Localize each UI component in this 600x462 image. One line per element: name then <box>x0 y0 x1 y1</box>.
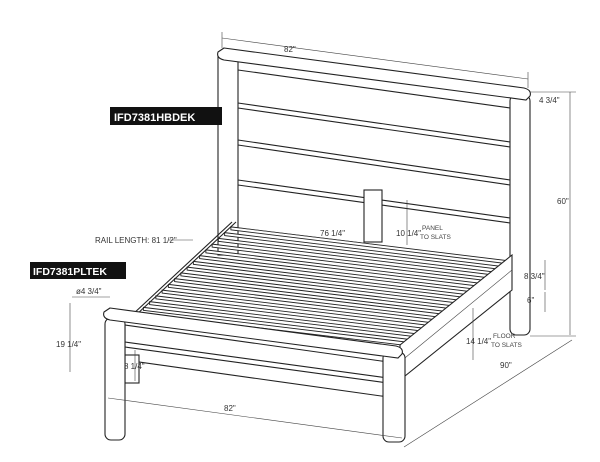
dim-panel-to-slats: 10 1/4" <box>396 229 421 238</box>
dim-total-height: 60" <box>557 197 569 206</box>
dim-rail-length: RAIL LENGTH: 81 1/2" <box>95 236 177 245</box>
headboard-cap <box>217 47 531 101</box>
dim-foot-leg-height: 8 1/4" <box>124 362 145 371</box>
note-to-slats: TO SLATS <box>420 234 451 241</box>
dim-bottom-width: 82" <box>224 404 236 413</box>
footboard-right-post <box>382 351 406 443</box>
note-panel: PANEL <box>422 225 443 232</box>
dimension-lines <box>69 32 576 448</box>
footboard <box>103 307 406 443</box>
dim-depth: 90" <box>500 361 512 370</box>
headboard <box>217 47 531 336</box>
platform-part-label: IFD7381PLTEK <box>33 266 107 278</box>
note-floor: FLOOR <box>493 333 516 340</box>
dim-rail-height: 8 3/4" <box>524 272 545 281</box>
platform-tag-bg <box>30 262 126 279</box>
left-side-rail <box>131 221 233 316</box>
headboard-part-label: IFD7381HBDEK <box>114 112 195 124</box>
dim-rail-clearance: 6" <box>527 296 534 305</box>
footboard-cap <box>103 307 403 359</box>
dim-panel-width: 76 1/4" <box>320 229 345 238</box>
dim-floor-to-slats: 14 1/4" <box>466 337 491 346</box>
headboard-tag-bg <box>110 107 222 125</box>
dim-post-diameter: ø4 3/4" <box>76 287 102 296</box>
dim-footboard-height: 19 1/4" <box>56 340 81 349</box>
note-to-slats-floor: TO SLATS <box>491 342 522 349</box>
dim-cap-height: 4 3/4" <box>539 96 560 105</box>
footboard-left-post <box>104 317 126 441</box>
slats <box>136 226 509 349</box>
dim-top-width: 82" <box>284 45 296 54</box>
